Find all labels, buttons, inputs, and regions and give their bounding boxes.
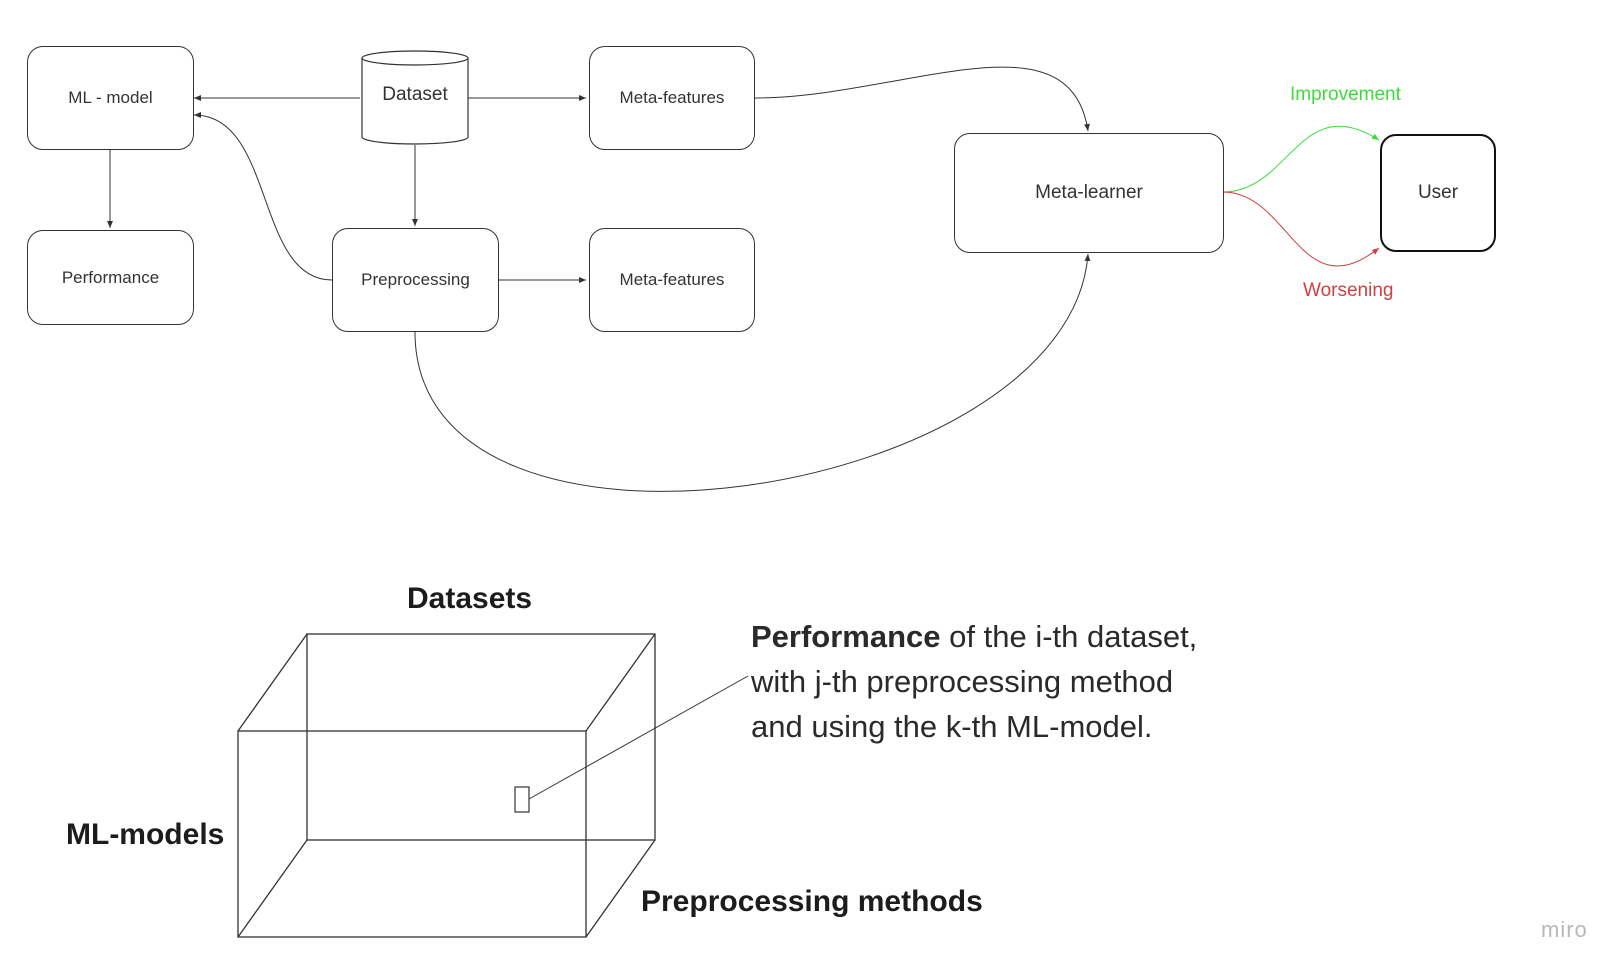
performance-cube [237, 633, 656, 938]
description-bold: Performance [751, 619, 941, 654]
improvement-label: Improvement [1290, 84, 1401, 105]
meta-features-bottom-node: Meta-features [589, 228, 755, 332]
cell-marker [514, 786, 530, 813]
cell-leader-line [528, 675, 749, 800]
dataset-cylinder [361, 50, 469, 145]
preprocessing-methods-axis-label: Preprocessing methods [641, 885, 983, 918]
user-node: User [1380, 134, 1496, 252]
datasets-axis-label: Datasets [407, 582, 533, 615]
ml-models-axis-label: ML-models [66, 818, 225, 851]
performance-description: Performance of the i-th dataset, with j-… [751, 614, 1197, 749]
edge-preprocessing-to-meta-learner [414, 253, 1091, 492]
ml-model-node: ML - model [27, 46, 194, 150]
edge-worsening [1222, 191, 1380, 267]
edge-preprocessing-to-ml-model [193, 112, 333, 281]
meta-learner-node: Meta-learner [954, 133, 1224, 253]
dataset-label: Dataset [382, 84, 448, 105]
meta-features-top-node: Meta-features [589, 46, 755, 150]
edge-improvement [1222, 125, 1380, 193]
preprocessing-node: Preprocessing [332, 228, 499, 332]
edge-meta-features-to-meta-learner [754, 66, 1090, 132]
miro-watermark: miro [1541, 917, 1588, 942]
description-line2: with j-th preprocessing method [751, 664, 1174, 699]
performance-node: Performance [27, 230, 194, 325]
description-line3: and using the k-th ML-model. [751, 709, 1153, 744]
worsening-label: Worsening [1303, 280, 1394, 301]
description-line1: of the i-th dataset, [940, 619, 1198, 654]
